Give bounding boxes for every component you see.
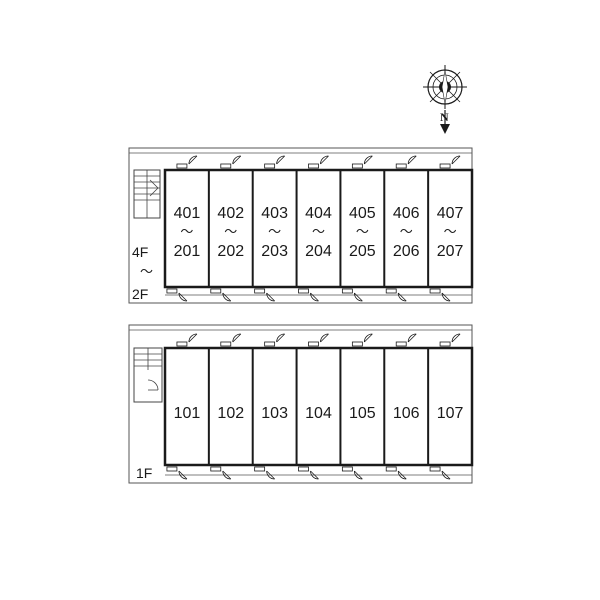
unit-401-201[interactable]: 401 ～ 201 — [166, 155, 201, 302]
unit-number: 104 — [305, 405, 332, 422]
floor-label-range-sep: ～ — [140, 265, 153, 280]
unit-number: 107 — [437, 405, 464, 422]
unit-number-lower: 207 — [437, 243, 464, 260]
unit-101[interactable]: 101 — [166, 333, 201, 480]
door-icon — [429, 466, 451, 480]
unit-107[interactable]: 107 — [427, 333, 464, 480]
unit-range-sep: ～ — [444, 225, 457, 240]
unit-number: 106 — [393, 405, 420, 422]
staircase-icon — [133, 169, 161, 219]
unit-104[interactable]: 104 — [295, 333, 332, 480]
door-icon — [166, 288, 188, 302]
door-icon — [220, 333, 242, 347]
unit-406-206[interactable]: 406 ～ 206 — [383, 155, 420, 302]
unit-number: 102 — [217, 405, 244, 422]
door-icon — [439, 155, 461, 169]
unit-403-203[interactable]: 403 ～ 203 — [251, 155, 288, 302]
unit-407-207[interactable]: 407 ～ 207 — [427, 155, 464, 302]
unit-range-sep: ～ — [180, 225, 193, 240]
door-icon — [298, 466, 319, 480]
unit-number-lower: 206 — [393, 243, 420, 260]
unit-number: 105 — [349, 405, 376, 422]
door-icon — [308, 155, 329, 169]
unit-404-204[interactable]: 404 ～ 204 — [295, 155, 332, 302]
door-icon — [395, 155, 417, 169]
unit-number-upper: 401 — [174, 205, 201, 222]
unit-range-sep: ～ — [268, 225, 281, 240]
unit-number: 103 — [261, 405, 288, 422]
unit-number-upper: 407 — [437, 205, 464, 222]
unit-range-sep: ～ — [400, 225, 413, 240]
door-icon — [264, 155, 285, 169]
door-icon — [351, 155, 373, 169]
floor-label-1f: 1F — [136, 465, 152, 481]
unit-range-sep: ～ — [356, 225, 369, 240]
door-icon — [176, 333, 198, 347]
door-icon — [341, 288, 363, 302]
unit-range-sep: ～ — [312, 225, 325, 240]
unit-number-lower: 201 — [174, 243, 201, 260]
unit-range-sep: ～ — [224, 225, 237, 240]
unit-number-lower: 203 — [261, 243, 288, 260]
unit-number-lower: 204 — [305, 243, 332, 260]
door-icon — [210, 288, 232, 302]
door-icon — [264, 333, 285, 347]
floor-label-2f: 2F — [132, 286, 148, 302]
unit-number-upper: 406 — [393, 205, 420, 222]
door-icon — [308, 333, 329, 347]
unit-number-upper: 405 — [349, 205, 376, 222]
unit-number-lower: 205 — [349, 243, 376, 260]
unit-number-lower: 202 — [217, 243, 244, 260]
unit-402-202[interactable]: 402 ～ 202 — [207, 155, 244, 302]
unit-105[interactable]: 105 — [339, 333, 376, 480]
door-icon — [385, 288, 407, 302]
unit-number-upper: 404 — [305, 205, 332, 222]
north-label: N — [440, 110, 449, 124]
door-icon — [385, 466, 407, 480]
unit-number: 101 — [174, 405, 201, 422]
door-icon — [429, 288, 451, 302]
north-arrow-icon — [440, 110, 450, 134]
door-icon — [298, 288, 319, 302]
unit-number-upper: 402 — [217, 205, 244, 222]
door-icon — [341, 466, 363, 480]
unit-102[interactable]: 102 — [207, 333, 244, 480]
door-icon — [439, 333, 461, 347]
door-icon — [254, 466, 275, 480]
upper-block — [128, 147, 474, 304]
door-icon — [351, 333, 373, 347]
door-icon — [254, 288, 275, 302]
unit-106[interactable]: 106 — [383, 333, 420, 480]
compass-rose-icon — [423, 65, 467, 109]
unit-103[interactable]: 103 — [251, 333, 288, 480]
door-icon — [166, 466, 188, 480]
floor-label-4f: 4F — [132, 244, 148, 260]
unit-405-205[interactable]: 405 ～ 205 — [339, 155, 376, 302]
door-icon — [210, 466, 232, 480]
door-icon — [176, 155, 198, 169]
door-icon — [395, 333, 417, 347]
unit-number-upper: 403 — [261, 205, 288, 222]
staircase-icon — [133, 347, 163, 403]
lower-block — [128, 324, 474, 484]
door-icon — [220, 155, 242, 169]
